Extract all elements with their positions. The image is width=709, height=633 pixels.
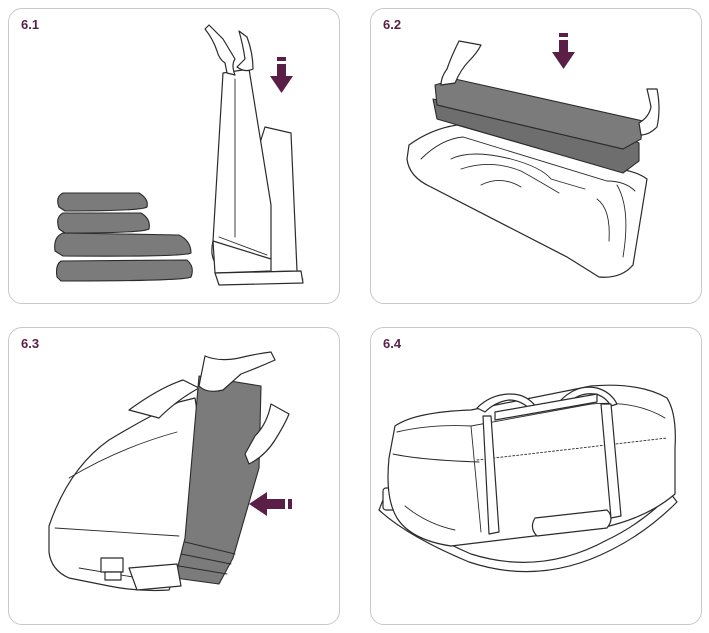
illustration-fold-mattress [54,24,304,286]
hands [198,351,290,465]
hands [440,40,660,136]
illustration-place-mattress [406,33,660,278]
step-label: 6.3 [21,336,40,351]
step-panel-6-2: 6.2 [370,8,702,304]
illustration-closed-bag [378,384,678,573]
step-label: 6.1 [21,17,40,32]
mattress-panel [432,78,644,174]
illustration-zip-bag [48,351,292,592]
hands [204,24,254,76]
arrow-down-icon [552,33,575,69]
step-label: 6.4 [383,336,402,351]
step-label: 6.2 [383,17,402,32]
mattress-stack [128,375,262,591]
arrow-left-icon [249,492,292,516]
arrow-down-icon [270,57,293,93]
bag-handles [476,386,622,535]
stacked-mattress-segments [54,192,193,282]
step-panel-6-3: 6.3 [8,327,340,625]
step-panel-6-1: 6.1 [8,8,340,304]
tilted-bag [48,379,202,592]
step-panel-6-4: 6.4 [370,327,702,625]
lifted-cover [211,68,304,286]
buckle [100,557,124,581]
